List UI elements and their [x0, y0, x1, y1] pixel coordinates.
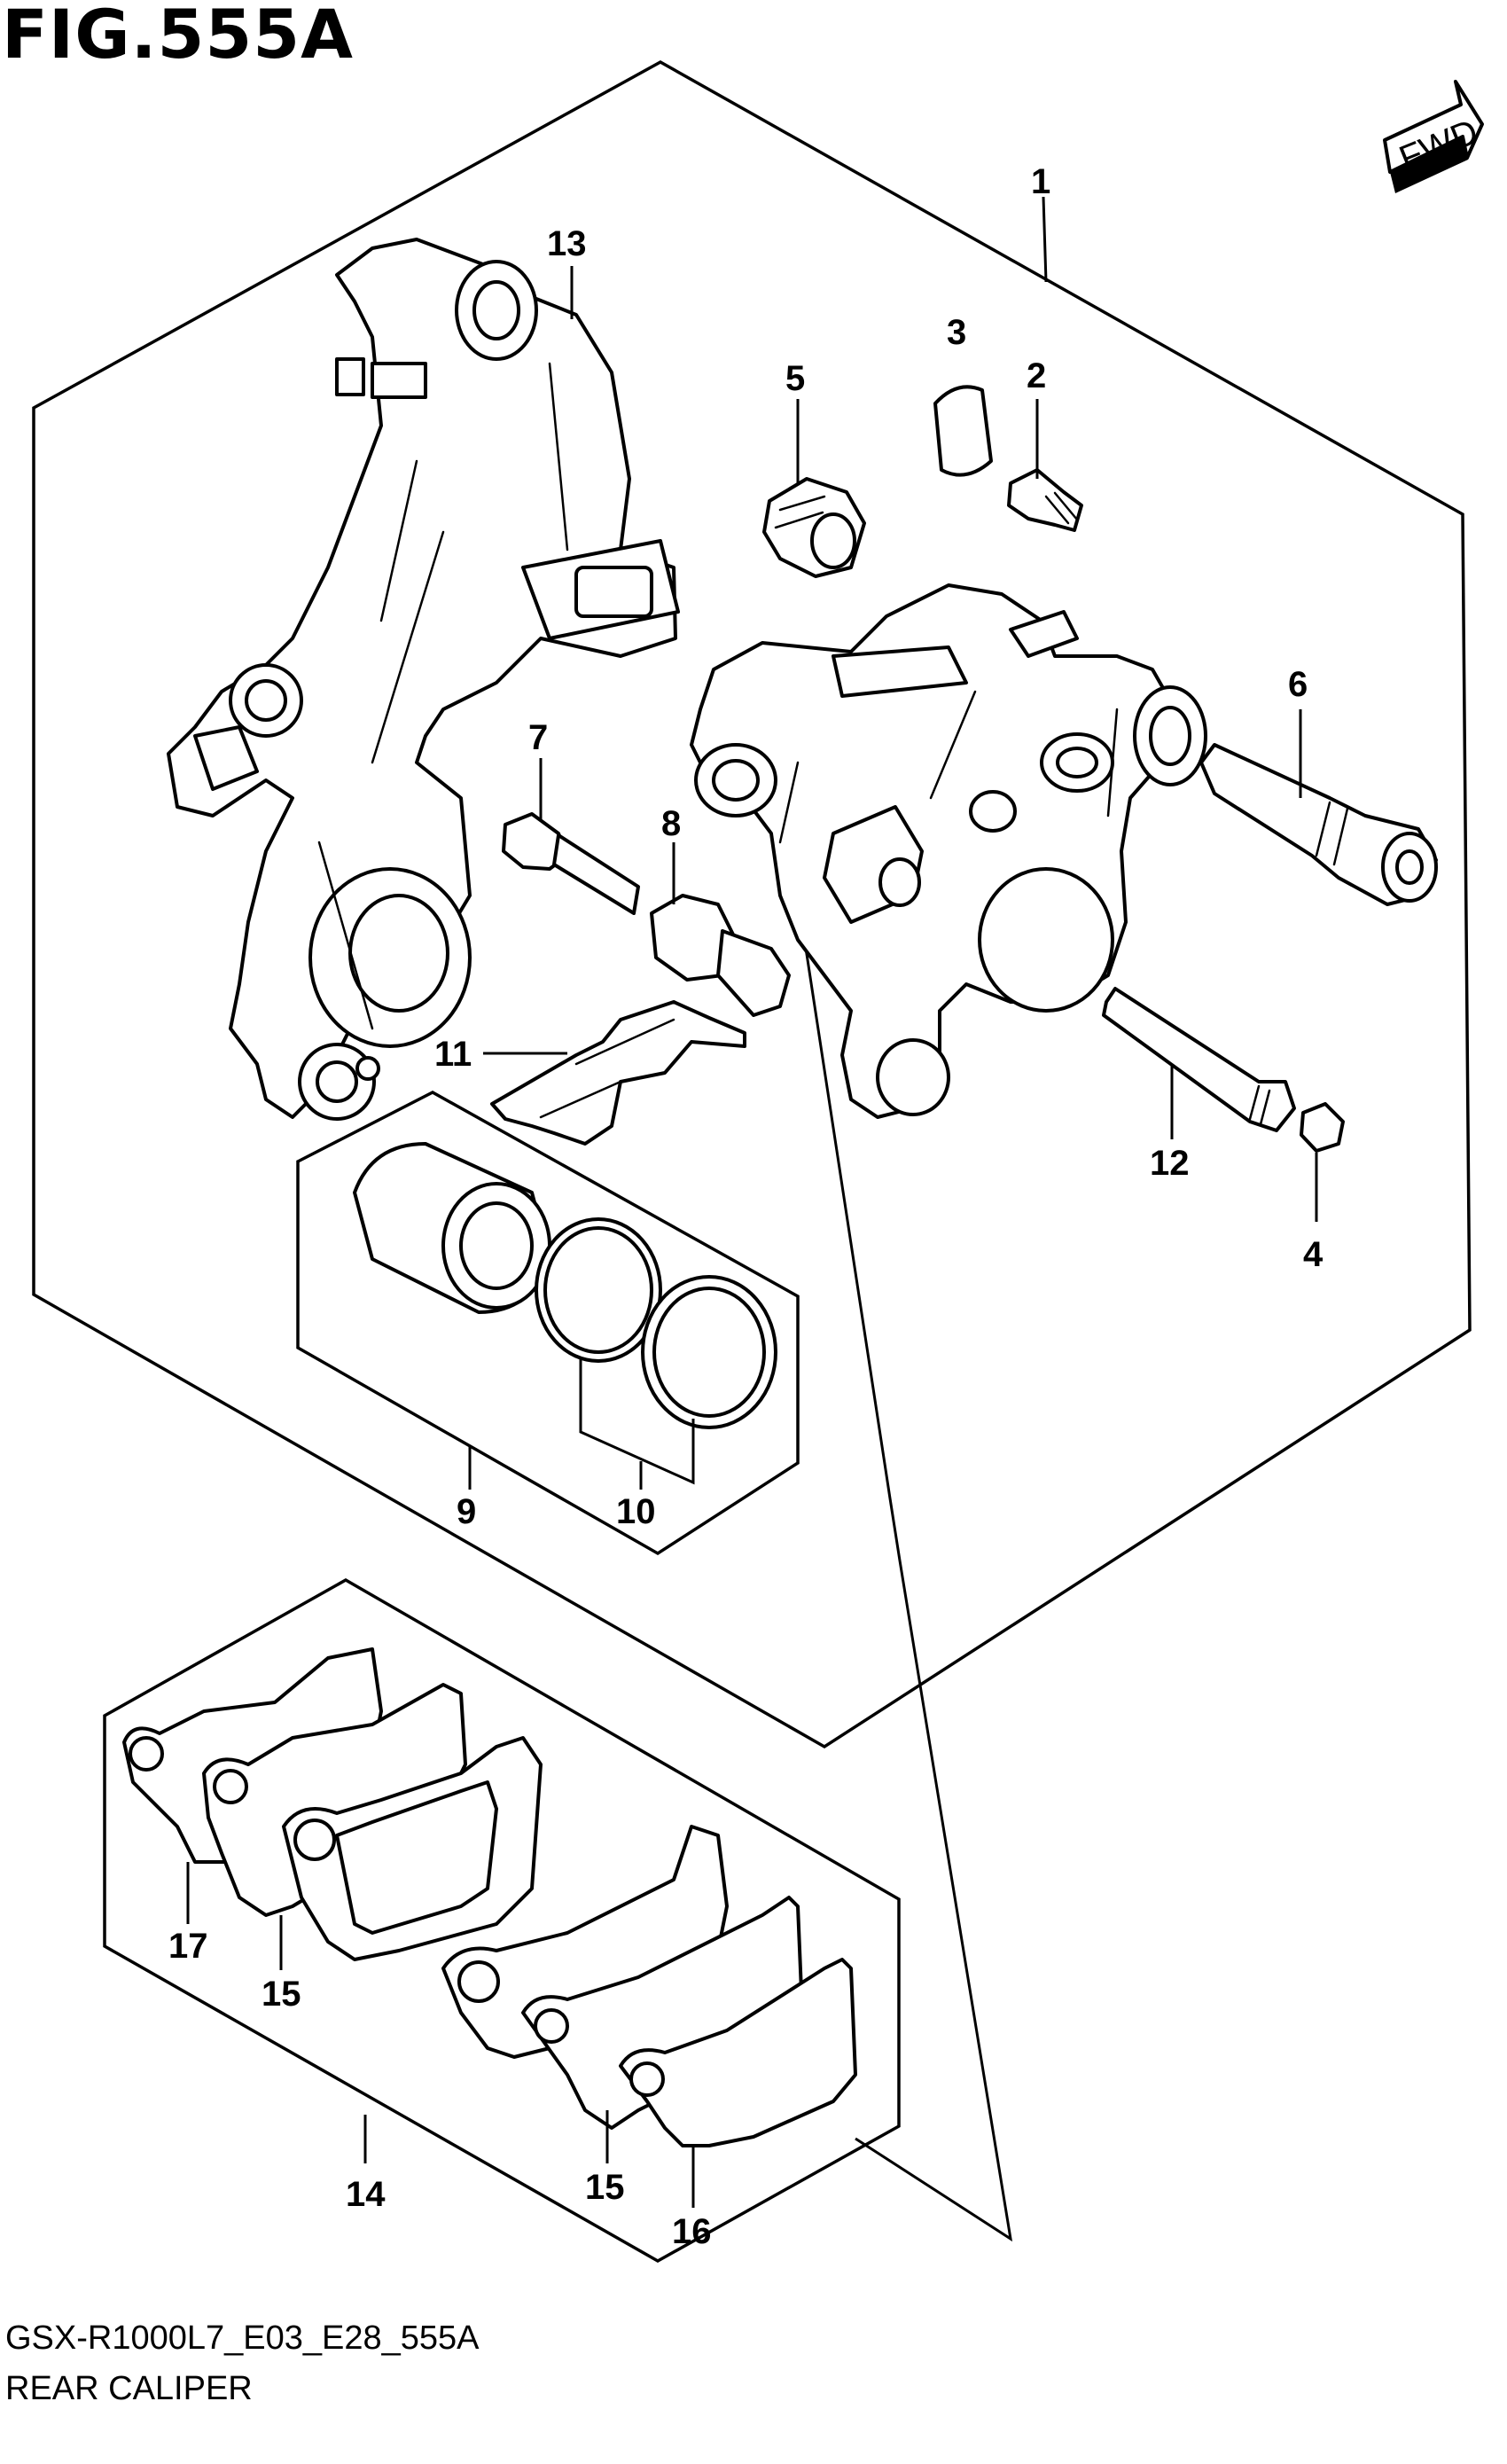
figure-title: FIG.555A: [2, 0, 354, 74]
piston-kit-frame: [296, 1091, 800, 1556]
bleeder-valve-2: [1007, 468, 1083, 532]
part-label-5[interactable]: 5: [785, 359, 805, 398]
part-label-17[interactable]: 17: [168, 1927, 208, 1966]
slide-pin-8: [650, 894, 791, 1017]
part-label-11[interactable]: 11: [434, 1035, 472, 1074]
part-label-15-lower[interactable]: 15: [585, 2168, 625, 2207]
shim-15-lower: [521, 1896, 804, 2130]
part-label-1[interactable]: 1: [1031, 162, 1050, 201]
shim-17: [122, 1647, 383, 1864]
fwd-arrow-icon: FWD: [1383, 80, 1484, 193]
caliper-body: [690, 583, 1207, 1119]
bleeder-cap-3: [933, 385, 993, 477]
part-label-14[interactable]: 14: [346, 2175, 386, 2214]
part-label-8[interactable]: 8: [661, 804, 681, 843]
part-label-13[interactable]: 13: [547, 224, 587, 263]
part-label-6[interactable]: 6: [1288, 665, 1308, 704]
pad-set-frame: [103, 1577, 901, 2264]
piston-9: [353, 1142, 551, 1314]
pad-14-inner: [282, 1736, 543, 1961]
shim-15-upper: [202, 1683, 467, 1917]
part-label-12[interactable]: 12: [1150, 1144, 1190, 1183]
pad-leader-line: [778, 779, 1013, 2242]
piston-seal-10: [535, 1217, 777, 1429]
part-label-7[interactable]: 7: [528, 718, 548, 757]
seal-bracket-lines: [579, 1358, 695, 1485]
pad-spring-11: [490, 1000, 746, 1146]
part-label-16[interactable]: 16: [672, 2212, 712, 2251]
bolt-7: [502, 812, 640, 915]
section-name: REAR CALIPER: [5, 2370, 253, 2407]
part-label-15-upper[interactable]: 15: [262, 1975, 301, 2014]
caliper-assembly-frame: [32, 59, 1472, 1749]
part-label-9[interactable]: 9: [457, 1492, 476, 1531]
model-code: GSX-R1000L7_E03_E28_555A: [5, 2319, 480, 2357]
shim-16: [619, 1958, 857, 2147]
dust-boot-5: [762, 477, 866, 578]
part-label-10[interactable]: 10: [616, 1492, 656, 1531]
slide-pin-6: [1199, 743, 1438, 906]
pad-pin-12: [1102, 987, 1296, 1132]
part-label-4[interactable]: 4: [1303, 1235, 1324, 1274]
part-label-2[interactable]: 2: [1027, 356, 1046, 395]
plug-4: [1300, 1102, 1345, 1153]
part-label-3[interactable]: 3: [947, 313, 966, 352]
label-leaders: [186, 196, 1318, 2208]
caliper-bracket: [167, 238, 680, 1121]
